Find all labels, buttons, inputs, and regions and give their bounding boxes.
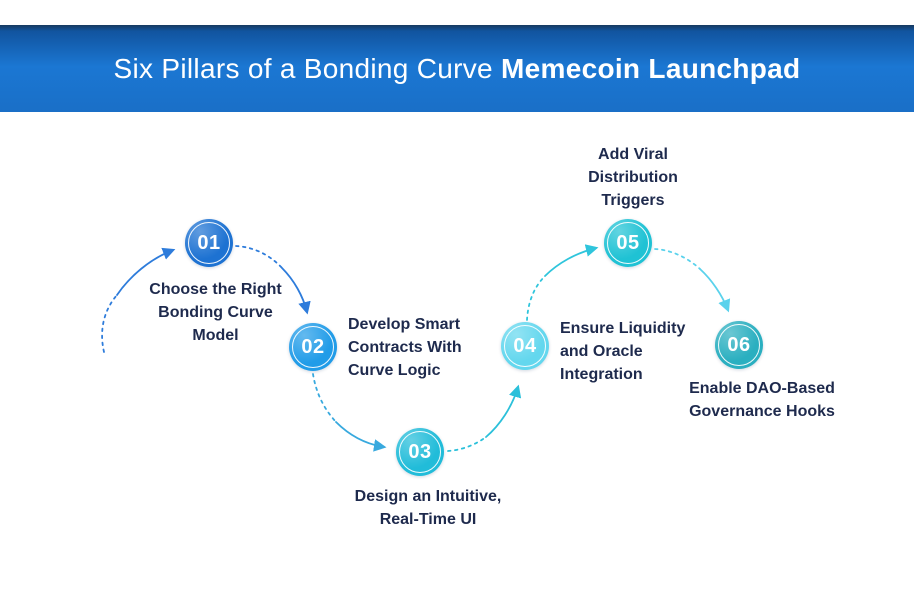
step-number: 01 [197, 231, 221, 254]
label-line: Triggers [601, 192, 665, 209]
label-line: Choose the Right [149, 281, 282, 298]
label-line: Curve Logic [348, 362, 441, 379]
step-circle-02: 02 [289, 323, 337, 371]
step-circle-04: 04 [501, 322, 549, 370]
page-title-regular: Six Pillars of a Bonding Curve [113, 52, 502, 84]
step-number: 03 [408, 440, 432, 463]
label-line: Add Viral [598, 146, 668, 163]
header-banner: Six Pillars of a Bonding Curve Memecoin … [0, 25, 914, 112]
step-label-06: Enable DAO-Based Governance Hooks [666, 377, 858, 423]
label-line: Model [192, 327, 239, 344]
label-line: Bonding Curve [158, 304, 273, 321]
step-circle-05: 05 [604, 219, 652, 267]
label-line: Design an Intuitive, [354, 488, 502, 505]
label-line: Ensure Liquidity [560, 320, 686, 337]
connector-02-to-03 [312, 373, 387, 452]
step-number: 06 [727, 333, 751, 356]
step-label-01: Choose the Right Bonding Curve Model [128, 278, 303, 347]
step-label-04: Ensure Liquidity and Oracle Integration [560, 317, 710, 386]
step-label-03: Design an Intuitive, Real-Time UI [338, 485, 518, 531]
page-title-bold: Memecoin Launchpad [501, 52, 801, 84]
step-number: 02 [301, 335, 325, 358]
label-line: Develop Smart [348, 316, 461, 333]
label-line: Enable DAO-Based [689, 380, 835, 397]
step-circle-06: 06 [715, 321, 763, 369]
label-line: and Oracle [560, 343, 643, 360]
step-label-02: Develop Smart Contracts With Curve Logic [348, 313, 508, 382]
connector-03-to-04 [447, 384, 522, 452]
label-line: Distribution [588, 169, 678, 186]
step-circle-01: 01 [185, 219, 233, 267]
label-line: Integration [560, 366, 643, 383]
step-label-05: Add Viral Distribution Triggers [558, 143, 708, 212]
connector-05-to-06 [654, 248, 731, 313]
page-title: Six Pillars of a Bonding Curve Memecoin … [114, 53, 801, 85]
step-number: 05 [616, 231, 640, 254]
step-circle-03: 03 [396, 428, 444, 476]
label-line: Real-Time UI [379, 511, 477, 528]
label-line: Contracts With [348, 339, 462, 356]
step-number: 04 [513, 334, 537, 357]
connector-04-to-05 [526, 244, 599, 321]
label-line: Governance Hooks [689, 403, 835, 420]
